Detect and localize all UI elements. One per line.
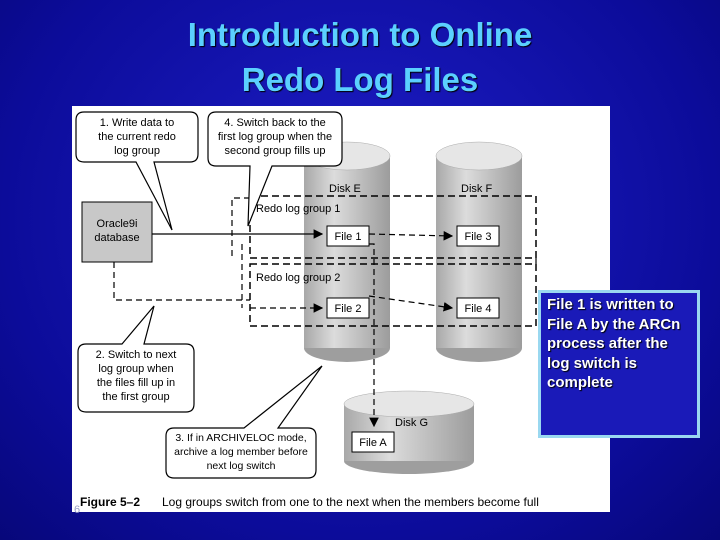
file-1-box	[326, 225, 370, 247]
disk-e-label: Disk E	[329, 183, 361, 195]
note-box: File 1 is written to File A by the ARCn …	[538, 290, 700, 438]
callout-2-line-4: the first group	[102, 391, 169, 403]
callout-1-line-3: log group	[114, 145, 160, 157]
redo-log-group-1-box	[249, 195, 537, 259]
slide-title: Introduction to Online Redo Log Files	[0, 12, 720, 102]
callout-2: 2. Switch to next log group when the fil…	[77, 305, 195, 413]
callout-4-line-1: 4. Switch back to the	[224, 117, 326, 129]
file-2-label: File 2	[335, 303, 362, 315]
disk-g-label: Disk G	[395, 417, 428, 429]
callout-4-line-2: first log group when the	[218, 131, 332, 143]
title-line-2: Redo Log Files	[241, 61, 479, 98]
callout-2-line-1: 2. Switch to next	[96, 349, 177, 361]
oracle-box-line-2: database	[94, 232, 139, 244]
file-4-box	[456, 297, 500, 319]
redo-log-group-2-box	[249, 263, 537, 327]
flow-lines	[113, 197, 537, 428]
file-3-label: File 3	[465, 231, 492, 243]
oracle-database-box	[81, 201, 153, 263]
disk-f-cylinder	[435, 141, 523, 362]
callout-1-line-1: 1. Write data to	[100, 117, 174, 129]
callout-4: 4. Switch back to the first log group wh…	[207, 111, 343, 227]
redo-log-group-1-label: Redo log group 1	[256, 203, 340, 215]
title-line-1: Introduction to Online	[187, 16, 533, 53]
file-a-box	[351, 431, 395, 453]
redo-log-diagram: Disk E Disk F Disk G Redo log group 1 Re…	[75, 111, 539, 509]
figure-caption-label: Figure 5–2	[80, 495, 140, 509]
file-4-label: File 4	[465, 303, 492, 315]
callout-4-line-3: second group fills up	[225, 145, 326, 157]
callout-2-line-3: the files fill up in	[97, 377, 175, 389]
callout-3-line-3: next log switch	[207, 460, 276, 472]
oracle-box-line-1: Oracle9i	[97, 218, 138, 230]
callout-3-line-1: 3. If in ARCHIVELOC mode,	[175, 432, 306, 444]
callout-3: 3. If in ARCHIVELOC mode, archive a log …	[165, 365, 323, 479]
file-a-label: File A	[359, 437, 387, 449]
redo-log-group-2-label: Redo log group 2	[256, 272, 340, 284]
figure-caption-text: Log groups switch from one to the next w…	[162, 495, 539, 509]
disk-e-cylinder	[303, 141, 391, 362]
callout-1: 1. Write data to the current redo log gr…	[75, 111, 199, 231]
file-2-box	[326, 297, 370, 319]
callout-1-line-2: the current redo	[98, 131, 176, 143]
file-3-box	[456, 225, 500, 247]
disk-f-label: Disk F	[461, 183, 492, 195]
page-number: 6	[74, 504, 81, 516]
callout-2-line-2: log group when	[98, 363, 173, 375]
callout-3-line-2: archive a log member before	[174, 446, 308, 458]
file-1-label: File 1	[335, 231, 362, 243]
redo-log-figure: Disk E Disk F Disk G Redo log group 1 Re…	[72, 106, 610, 512]
